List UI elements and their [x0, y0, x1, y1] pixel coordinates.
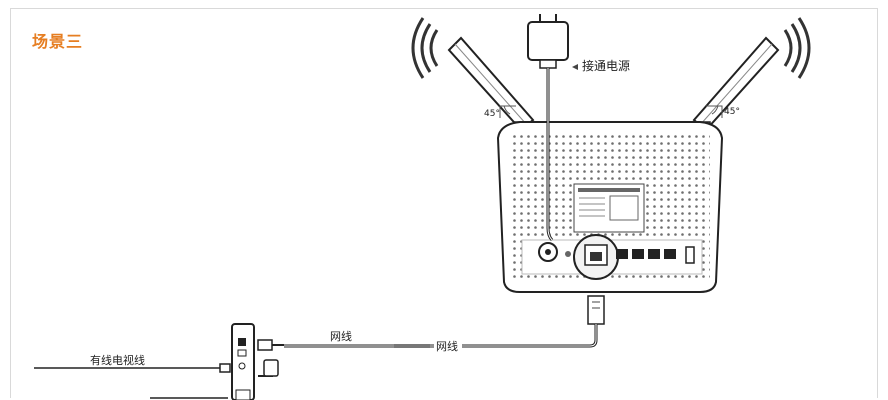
wan-port-highlight	[573, 234, 619, 280]
angle-label-right: 45°	[724, 107, 740, 117]
scene-title: 场景三	[32, 32, 84, 51]
cable-modem	[231, 323, 255, 400]
ethernet-plug	[587, 295, 605, 325]
angle-marker-right	[706, 105, 723, 118]
diagram-frame	[10, 8, 878, 398]
modem-power-plug	[258, 359, 279, 377]
reset-button-icon	[565, 251, 571, 257]
power-jack-icon	[538, 242, 558, 262]
wifi-signal-left-icon	[411, 17, 439, 79]
angle-marker-left	[499, 105, 516, 118]
antenna-right	[689, 36, 780, 137]
cable-label-lower: 网线	[436, 339, 458, 353]
cable-label-upper: 网线	[330, 329, 352, 343]
usb-port-icon	[685, 246, 695, 264]
wifi-signal-right-icon	[783, 17, 811, 79]
modem-ethernet-connector	[257, 339, 284, 351]
power-adapter	[527, 14, 569, 69]
arrow-left-icon	[572, 64, 578, 70]
angle-label-left: 45°	[484, 109, 500, 119]
power-label: 接通电源	[582, 58, 630, 73]
lan-ports	[616, 249, 676, 259]
coax-label: 有线电视线	[90, 353, 145, 367]
